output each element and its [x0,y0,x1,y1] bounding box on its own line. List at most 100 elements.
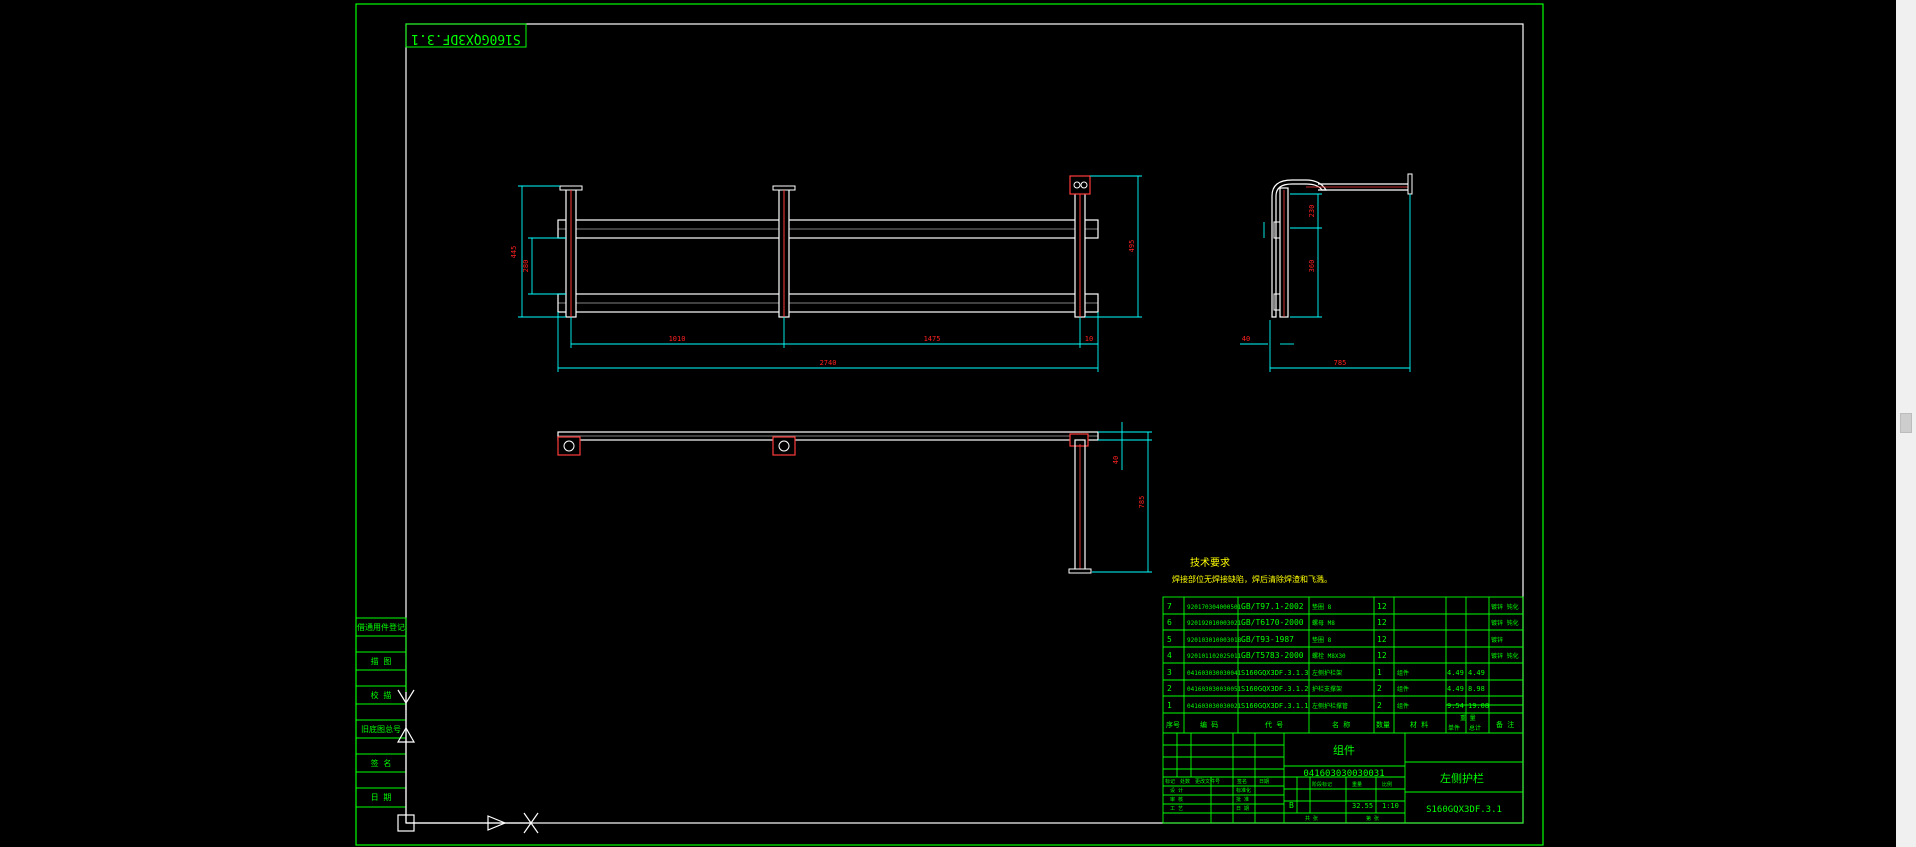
svg-text:数量: 数量 [1376,720,1390,729]
stage-value: B [1289,801,1294,810]
svg-text:标准化: 标准化 [1236,787,1251,794]
svg-text:总计: 总计 [1469,724,1481,732]
svg-text:12: 12 [1377,602,1387,611]
svg-text:镀锌: 镀锌 [1491,636,1503,644]
svg-text:共 张: 共 张 [1305,815,1318,822]
vertical-scrollbar[interactable] [1896,0,1916,847]
svg-text:更改文件号: 更改文件号 [1195,778,1220,785]
svg-text:S160GQX3DF.3.1.1: S160GQX3DF.3.1.1 [1241,702,1308,710]
stamp-label-4: 旧底图总号 [361,724,401,734]
stamp-label-2: 描 图 [371,656,392,666]
svg-text:041603030030051: 041603030030051 [1187,686,1242,693]
svg-text:4.49: 4.49 [1468,669,1485,677]
svg-text:12: 12 [1377,618,1387,627]
svg-text:标记: 标记 [1165,778,1175,785]
svg-text:12: 12 [1377,635,1387,644]
svg-text:批 准: 批 准 [1236,796,1249,803]
left-stamp-column: 借通用件登记 描 图 校 描 旧底图总号 签 名 日 期 [355,617,407,808]
svg-text:GB/T93-1987: GB/T93-1987 [1241,635,1294,644]
svg-text:4: 4 [1167,651,1172,660]
svg-text:工 艺: 工 艺 [1170,806,1183,812]
svg-text:垫圈 8: 垫圈 8 [1312,636,1332,644]
dim-785: 785 [1334,359,1347,367]
top-view: 40 785 [557,422,1152,574]
outer-drawing-border [355,3,1544,846]
scrollbar-thumb[interactable] [1900,413,1912,433]
svg-text:920192010003021: 920192010003021 [1187,620,1242,627]
svg-text:组件: 组件 [1397,702,1409,710]
svg-text:8.98: 8.98 [1468,685,1485,693]
svg-text:材 料: 材 料 [1410,720,1428,729]
svg-text:19.08: 19.08 [1468,702,1489,710]
svg-text:9.54: 9.54 [1447,702,1464,710]
svg-text:920101102025011: 920101102025011 [1187,653,1242,660]
svg-text:3: 3 [1167,668,1172,677]
svg-text:920103010003018: 920103010003018 [1187,637,1242,644]
dim-40: 40 [1242,335,1250,343]
svg-text:S160GQX3DF.3.1.2: S160GQX3DF.3.1.2 [1241,685,1308,693]
svg-text:比例: 比例 [1382,781,1392,788]
dim-230: 230 [1308,205,1316,218]
svg-text:左侧护栏撑管: 左侧护栏撑管 [1312,702,1348,710]
bom-table [1162,596,1524,824]
svg-text:7: 7 [1167,602,1172,611]
svg-text:编 码: 编 码 [1200,720,1218,729]
side-view: 230 360 40 785 [1240,173,1413,372]
dim-10: 10 [1085,335,1093,343]
svg-text:2: 2 [1377,684,1382,693]
dim-495: 495 [1128,240,1136,253]
svg-text:阶段标记: 阶段标记 [1312,781,1332,788]
svg-text:日 期: 日 期 [1236,806,1249,812]
ucs-icon [396,689,539,834]
stamp-label-3: 校 描 [371,690,392,700]
svg-text:6: 6 [1167,618,1172,627]
scale-value: 1:10 [1382,802,1399,810]
svg-text:1: 1 [1377,668,1382,677]
drawing-title: 左侧护栏 [1440,771,1484,785]
mirrored-code-tab: S160GQX3DF.3.1 [405,23,527,48]
svg-text:设 计: 设 计 [1170,787,1183,794]
svg-text:签名: 签名 [1237,778,1247,785]
tech-req-title: 技术要求 [1190,556,1230,569]
svg-text:备 注: 备 注 [1496,720,1514,729]
svg-text:螺栓 M8X30: 螺栓 M8X30 [1312,652,1346,660]
dim-2740: 2740 [820,359,837,367]
svg-text:左侧护栏架: 左侧护栏架 [1312,669,1342,677]
svg-text:镀锌 钝化: 镀锌 钝化 [1491,652,1519,660]
svg-text:5: 5 [1167,635,1172,644]
svg-text:1: 1 [1167,701,1172,710]
svg-text:4.49: 4.49 [1447,669,1464,677]
svg-text:代 号: 代 号 [1265,720,1283,729]
part-label: 组件 [1333,743,1355,757]
svg-text:S160GQX3DF.3.1.3: S160GQX3DF.3.1.3 [1241,669,1308,677]
svg-text:4.49: 4.49 [1447,685,1464,693]
svg-text:2: 2 [1167,684,1172,693]
front-view: 445 280 495 1010 1475 10 2740 [510,175,1142,372]
stamp-label-6: 日 期 [371,793,392,802]
dim-1475: 1475 [924,335,941,343]
svg-text:GB/T5783-2000: GB/T5783-2000 [1241,651,1304,660]
part-number: 041603030030031 [1303,769,1384,779]
svg-text:审 核: 审 核 [1170,796,1183,803]
dim-1010: 1010 [669,335,686,343]
svg-text:螺母 M8: 螺母 M8 [1312,619,1335,627]
stamp-label-1: 借通用件登记 [357,622,405,632]
weight-value: 32.55 [1352,802,1373,810]
svg-text:组件: 组件 [1397,685,1409,693]
svg-text:重 量: 重 量 [1460,714,1476,722]
dim-top-785: 785 [1138,496,1146,509]
dim-top-40: 40 [1112,456,1120,464]
inner-drawing-border [405,23,1524,824]
svg-text:日期: 日期 [1259,779,1269,785]
svg-text:2: 2 [1377,701,1382,710]
svg-text:041603030030041: 041603030030041 [1187,670,1242,677]
drawing-code: S160GQX3DF.3.1 [1426,805,1502,815]
dim-445: 445 [510,246,518,259]
svg-text:镀锌 钝化: 镀锌 钝化 [1491,603,1519,611]
svg-text:第 张: 第 张 [1366,815,1379,822]
mirrored-code-text: S160GQX3DF.3.1 [411,31,521,46]
bom-text: 7 920170304000501 GB/T97.1-2002 垫圈 8 12 … [1165,602,1519,822]
technical-requirements: 技术要求 焊接部位无焊接缺陷，焊后清除焊渣和飞溅。 [1172,556,1332,584]
svg-text:护栏支撑架: 护栏支撑架 [1312,685,1342,693]
